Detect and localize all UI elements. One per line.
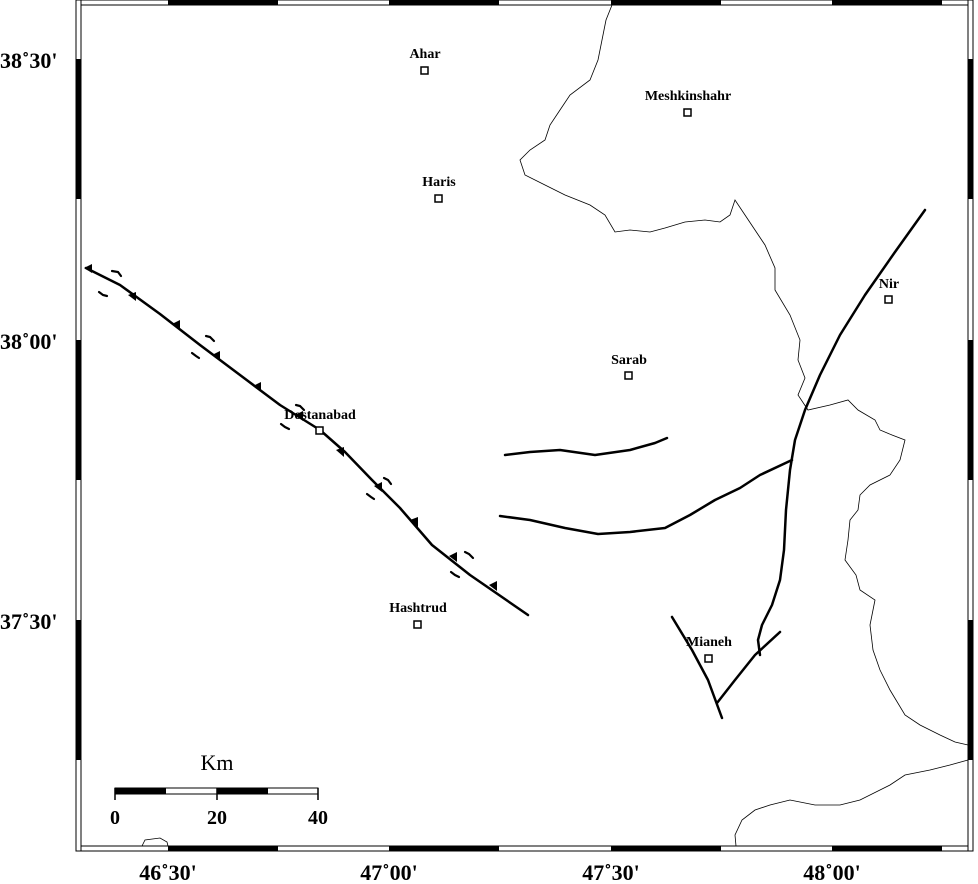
scale-segment <box>115 788 166 794</box>
city-nir: Nir <box>879 277 899 304</box>
strike-slip-arrows <box>97 269 475 579</box>
city-label-sarab: Sarab <box>611 353 647 368</box>
thrust-tooth <box>410 517 418 527</box>
strike-slip-arrow <box>365 492 376 501</box>
map-frame <box>75 0 974 852</box>
city-marker-icon <box>884 295 893 304</box>
thrust-tooth <box>449 552 457 562</box>
city-marker-icon <box>420 66 429 75</box>
lat-label-37-30: 37˚30' <box>0 609 57 634</box>
lat-label-38-00: 38˚00' <box>0 329 57 354</box>
city-marker-icon <box>413 620 422 629</box>
strike-slip-arrow <box>279 422 291 431</box>
strike-slip-arrow <box>382 476 393 486</box>
frame-bar-bottom <box>75 845 974 852</box>
frame-bar-left <box>75 0 82 852</box>
thrust-tooth <box>128 292 136 301</box>
faults <box>84 208 927 720</box>
fault-northeast <box>756 208 927 657</box>
city-dostanabad: Dostanabad <box>284 408 356 435</box>
fault-mianeh-west <box>670 615 724 720</box>
thrust-tooth <box>84 264 92 273</box>
frame-bar-right <box>967 0 974 852</box>
city-marker-icon <box>704 654 713 663</box>
boundary-line-southeast <box>734 759 969 847</box>
fault-middle-lower <box>498 458 794 536</box>
city-sarab: Sarab <box>611 353 647 380</box>
longitude-labels: 46˚30' 47˚00' 47˚30' 48˚00' <box>139 860 860 884</box>
city-label-dostanabad: Dostanabad <box>284 408 356 423</box>
thrust-tooth <box>172 320 180 330</box>
frame-bar-top <box>75 0 974 6</box>
city-hashtrud: Hashtrud <box>389 601 447 629</box>
lon-label-47-30: 47˚30' <box>582 860 639 884</box>
city-haris: Haris <box>422 175 456 203</box>
scale-label-0: 0 <box>110 807 120 829</box>
scale-label-40: 40 <box>308 807 328 829</box>
city-label-ahar: Ahar <box>409 47 440 62</box>
lon-label-47-00: 47˚00' <box>360 860 417 884</box>
city-label-meshkinshahr: Meshkinshahr <box>645 89 731 104</box>
city-meshkinshahr: Meshkinshahr <box>645 89 731 117</box>
latitude-labels: 38˚30' 38˚00' 37˚30' <box>0 48 57 634</box>
thrust-tooth <box>489 581 497 591</box>
scale-bar: Km 0 20 40 <box>110 750 328 829</box>
thrust-tooth <box>374 482 382 492</box>
lon-label-46-30: 46˚30' <box>139 860 196 884</box>
city-mianeh: Mianeh <box>686 635 732 663</box>
thrust-teeth <box>84 264 497 591</box>
boundary-lines <box>141 4 969 847</box>
thrust-tooth <box>295 411 303 421</box>
city-label-nir: Nir <box>879 277 899 292</box>
cities: Ahar Meshkinshahr Haris Nir Sarab Dostan… <box>284 47 899 663</box>
scale-unit-label: Km <box>201 750 234 775</box>
boundary-line-southwest <box>141 837 169 847</box>
lat-label-38-30: 38˚30' <box>0 48 57 73</box>
fault-mianeh-east <box>715 630 782 705</box>
strike-slip-arrow <box>97 290 109 298</box>
strike-slip-arrow <box>190 351 201 360</box>
strike-slip-arrow <box>204 334 216 343</box>
thrust-tooth <box>212 351 220 361</box>
city-marker-icon <box>683 108 692 117</box>
main-thrust-fault <box>84 266 530 617</box>
city-label-haris: Haris <box>422 175 456 190</box>
city-marker-icon <box>624 371 633 380</box>
fault-middle-upper <box>503 436 669 457</box>
strike-slip-arrow <box>110 269 123 278</box>
scale-label-20: 20 <box>207 807 227 829</box>
city-label-mianeh: Mianeh <box>686 635 732 650</box>
thrust-tooth <box>336 447 344 457</box>
city-marker-icon <box>434 194 443 203</box>
thrust-tooth <box>253 382 261 392</box>
boundary-line-north <box>519 4 969 746</box>
strike-slip-arrow <box>449 570 461 579</box>
city-marker-icon <box>315 426 324 435</box>
strike-slip-arrow <box>294 403 306 412</box>
strike-slip-arrow <box>463 550 475 560</box>
lon-label-48-00: 48˚00' <box>803 860 860 884</box>
city-label-hashtrud: Hashtrud <box>389 601 447 616</box>
scale-segment <box>217 788 268 794</box>
city-ahar: Ahar <box>409 47 441 75</box>
